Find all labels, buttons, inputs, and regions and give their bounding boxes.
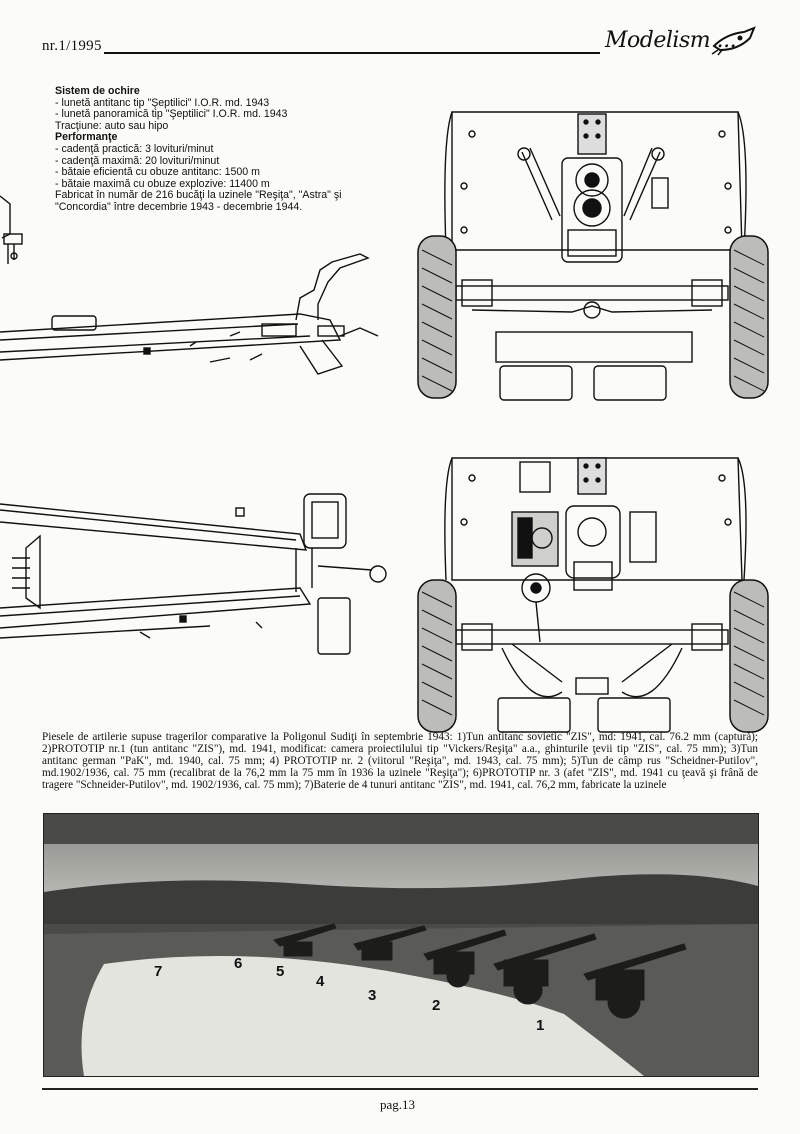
page-number: pag.13 <box>380 1097 416 1112</box>
photo-marker-2: 2 <box>432 997 440 1014</box>
spec-line: - cadenţă maximă: 20 lovituri/minut <box>55 154 220 167</box>
spec-line: - bătaie eficientă cu obuze antitanc: 15… <box>55 166 260 179</box>
spec-line: - lunetă antitanc tip "Şeptilici" I.O.R.… <box>55 96 270 109</box>
gun-front-view-drawing <box>417 111 769 401</box>
spec-lines: Sistem de ochire- lunetă antitanc tip "Ş… <box>55 85 405 214</box>
spec-line: - bătaie maximă cu obuze explozive: 1140… <box>55 177 270 190</box>
photo-marker-4: 4 <box>316 973 325 990</box>
spec-line: Tracţiune: auto sau hipo <box>55 119 169 132</box>
gun-rear-view-drawing <box>417 457 769 733</box>
photo-marker-3: 3 <box>368 987 376 1004</box>
photo-marker-7: 7 <box>154 963 162 980</box>
footer-rule <box>42 1088 758 1090</box>
photo-marker-5: 5 <box>276 963 284 980</box>
spec-line: - lunetă panoramică tip "Şeptilici" I.O.… <box>55 108 288 121</box>
specifications-block: Sistem de ochire- lunetă antitanc tip "Ş… <box>55 85 405 214</box>
issue-number: nr.1/1995 <box>42 38 102 54</box>
spec-line: "Concordia" între decembrie 1943 - decem… <box>55 200 303 213</box>
rocket-logo-icon <box>711 26 756 56</box>
spec-line: Fabricat în număr de 216 bucăţi la uzine… <box>55 189 342 202</box>
photo-marker-6: 6 <box>234 955 242 972</box>
trail-top-view-drawing <box>0 493 387 655</box>
spec-heading: Sistem de ochire <box>55 85 140 97</box>
photo-caption: Piesele de artilerie supuse tragerilor c… <box>42 731 758 791</box>
photograph-image: 7 6 5 4 3 2 1 <box>44 814 758 1076</box>
header-rule <box>104 52 600 54</box>
magazine-logo: Modelism ... <box>605 28 737 53</box>
test-range-photograph: 7 6 5 4 3 2 1 <box>43 813 759 1077</box>
photo-marker-1: 1 <box>536 1017 544 1034</box>
trail-side-view-drawing <box>0 195 379 375</box>
spec-line: - cadenţă practică: 3 lovituri/minut <box>55 142 214 155</box>
spec-heading: Performanţe <box>55 131 118 144</box>
